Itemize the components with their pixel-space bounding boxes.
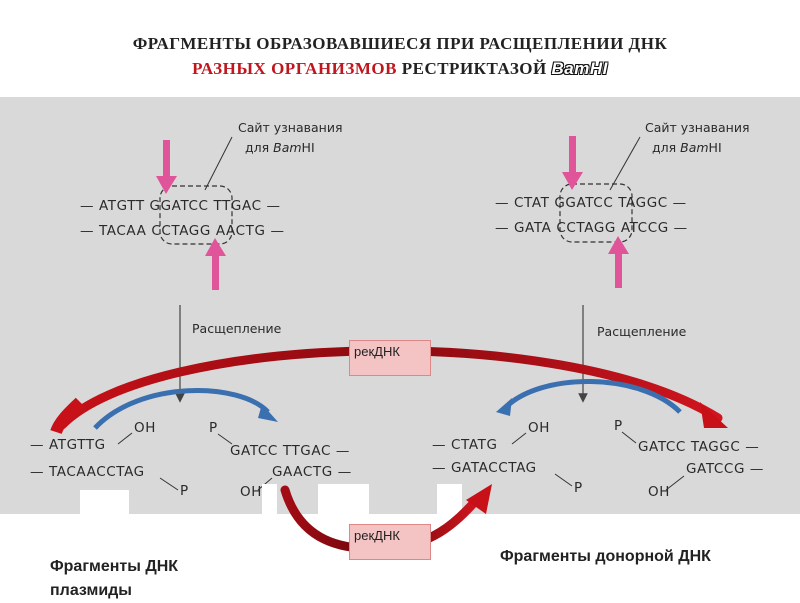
white-cover-1: [80, 490, 129, 516]
left-frag-b-top: GATCC TTGAC —: [230, 443, 350, 459]
title-line-2: РАЗНЫХ ОРГАНИЗМОВ РЕСТРИКТАЗОЙ BamHI: [0, 59, 800, 79]
right-frag-b-p-bond: [621, 431, 637, 444]
right-bottom-strand: — GATA CCTAGG ATCCG —: [495, 220, 688, 236]
top-red-arc-head: [700, 402, 728, 428]
right-blue-arc-head: [496, 398, 512, 416]
left-frag-a-bottom: — TACAACCTAG: [30, 464, 145, 480]
left-frag-a-oh-bond: [117, 432, 133, 445]
left-frag-b-p-bond: [217, 433, 233, 445]
white-cover-4: [437, 484, 462, 516]
caption-right: Фрагменты донорной ДНК: [500, 548, 711, 565]
left-cut-arrow-bottom: [205, 238, 226, 290]
right-frag-a-oh-bond: [511, 432, 527, 445]
right-site-label-2: для BamHI: [652, 140, 722, 155]
left-site-label-2: для BamHI: [245, 140, 315, 155]
title-enzyme: BamHI: [551, 59, 608, 79]
left-cut-arrow-top: [156, 140, 177, 194]
right-cut-arrow-bottom: [608, 236, 629, 288]
right-cut-arrow-top: [562, 136, 583, 190]
title-red-part: РАЗНЫХ ОРГАНИЗМОВ: [192, 59, 397, 78]
right-frag-a-top: — CTATG: [432, 437, 498, 453]
left-frag-a-p: P: [180, 483, 189, 499]
left-site-box: [159, 185, 233, 245]
white-cover-2: [262, 484, 277, 516]
top-red-arc-tail: [50, 397, 85, 435]
rekdnk-label-bottom: рекДНК: [349, 524, 431, 560]
left-frag-b-bottom: GAACTG —: [272, 464, 352, 480]
right-blue-arc: [503, 379, 682, 414]
right-frag-a-p-bond: [554, 473, 573, 487]
diagram-panel: [0, 97, 800, 514]
title-dark-part: РЕСТРИКТАЗОЙ: [401, 59, 547, 78]
white-cover-3: [318, 484, 369, 516]
right-frag-a-p: P: [574, 480, 583, 496]
right-cleave-label: Расщепление: [597, 324, 687, 339]
right-frag-b-oh: OH: [648, 484, 670, 500]
right-frag-a-oh: OH: [528, 420, 550, 436]
rekdnk-label-top: рекДНК: [349, 340, 431, 376]
left-frag-b-p: P: [209, 420, 218, 436]
right-site-pointer: [609, 136, 641, 191]
title-line-1: ФРАГМЕНТЫ ОБРАЗОВАВШИЕСЯ ПРИ РАСЩЕПЛЕНИИ…: [132, 34, 668, 53]
left-site-label-1: Сайт узнавания: [238, 120, 343, 135]
right-frag-b-p: P: [614, 418, 623, 434]
right-frag-b-top: GATCC TAGGC —: [638, 439, 759, 455]
left-top-strand: — ATGTT GGATCC TTGAC —: [80, 198, 281, 214]
left-blue-arc-head: [258, 404, 278, 422]
right-frag-b-bottom: GATCCG —: [686, 461, 764, 477]
left-frag-a-oh: OH: [134, 420, 156, 436]
left-blue-arc: [93, 388, 270, 430]
caption-left: Фрагменты ДНК плазмиды: [50, 558, 179, 599]
left-cleave-label: Расщепление: [192, 321, 282, 336]
right-top-strand: — CTAT GGATCC TAGGC —: [495, 195, 687, 211]
right-frag-b-oh-bond: [665, 475, 685, 491]
left-site-pointer: [204, 136, 233, 191]
left-frag-b-oh: OH: [240, 484, 262, 500]
right-site-label-1: Сайт узнавания: [645, 120, 750, 135]
left-frag-a-p-bond: [159, 477, 179, 491]
right-frag-a-bottom: — GATACCTAG: [432, 460, 537, 476]
left-frag-a-top: — ATGTTG: [30, 437, 106, 453]
left-bottom-strand: — TACAA CCTAGG AACTG —: [80, 223, 285, 239]
right-site-box: [559, 183, 633, 243]
